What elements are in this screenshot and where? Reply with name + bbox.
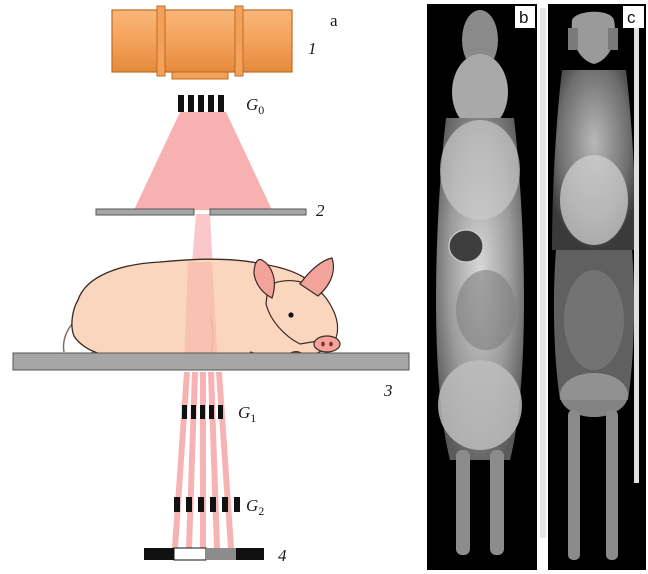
panel-label-a: a [330, 11, 338, 30]
patient-table [13, 353, 409, 370]
detector [144, 548, 264, 560]
label-table-number: 3 [383, 381, 393, 400]
label-detector-number: 4 [278, 546, 287, 565]
schematic-panel: a 1 G0 2 3 G1 G2 4 [13, 6, 409, 565]
xray-tube [112, 6, 292, 79]
grating-g1 [182, 405, 223, 419]
panel-label-c: c [627, 8, 636, 27]
xray-fan-beams [172, 372, 234, 548]
label-slit-plate-number: 2 [316, 201, 325, 220]
label-g0: G0 [246, 95, 264, 117]
label-source-number: 1 [308, 39, 317, 58]
xray-panel-b: b [427, 4, 546, 570]
beam-through-pig [184, 262, 218, 365]
panel-label-b: b [519, 8, 528, 27]
xray-cone [134, 112, 272, 210]
xray-panel-c: c [548, 4, 646, 570]
label-g2: G2 [246, 496, 264, 518]
grating-g0 [178, 95, 224, 112]
label-g1: G1 [238, 403, 256, 425]
